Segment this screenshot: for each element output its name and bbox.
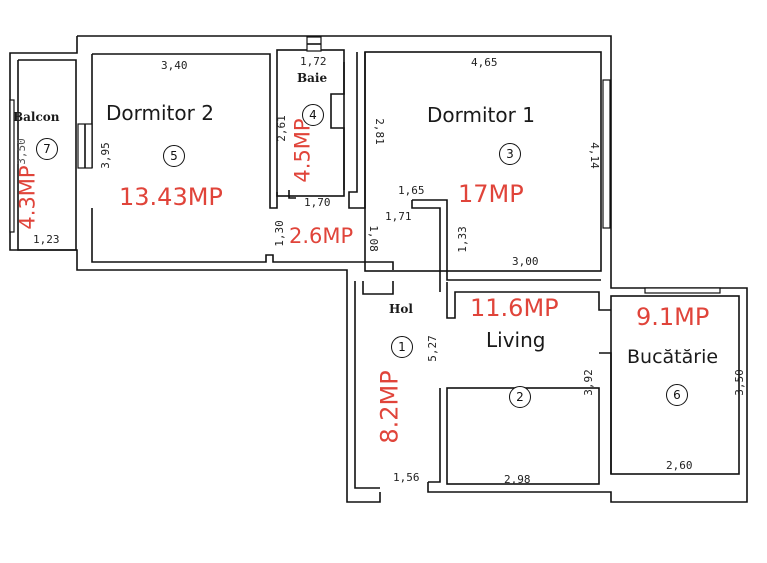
- dim-baie-left: 2,61: [274, 115, 288, 142]
- room-name-dormitor1: Dormitor 1: [427, 103, 535, 127]
- dim-living-width: 2,98: [504, 473, 531, 486]
- dim-hol-width: 1,56: [393, 471, 420, 484]
- room-name-living: Living: [486, 328, 546, 352]
- area-bucatarie: 9.1MP: [636, 303, 710, 331]
- outer-walls: [9, 35, 748, 503]
- dormitor1-window: [602, 79, 611, 229]
- dim-baie-bottom: 1,70: [304, 196, 331, 209]
- room-number-6: 6: [666, 384, 688, 406]
- room-number-3: 3: [499, 143, 521, 165]
- room-number-2: 2: [509, 386, 531, 408]
- dim-hol-length: 5,27: [425, 335, 439, 362]
- dim-hallway-1-65: 1,65: [398, 184, 425, 197]
- area-baie: 4.5MP: [290, 118, 315, 183]
- dim-hallway-1-08: 1,08: [366, 225, 380, 252]
- area-dormitor1: 17MP: [458, 180, 524, 208]
- room-number-5: 5: [163, 145, 185, 167]
- dim-dormitor2-height: 3,95: [98, 142, 112, 169]
- dim-balcon-height: 3,50: [14, 138, 28, 165]
- dim-baie-right: 2,81: [372, 118, 386, 145]
- dim-hallway-1-71: 1,71: [385, 210, 412, 223]
- room-name-bucatarie: Bucătărie: [627, 346, 719, 368]
- room-name-hol: Hol: [389, 302, 413, 316]
- dim-dormitor1-width: 4,65: [471, 56, 498, 69]
- dim-balcon-width: 1,23: [33, 233, 60, 246]
- inner-walls: [269, 49, 740, 489]
- area-hol: 8.2MP: [375, 370, 404, 444]
- room-name-dormitor2: Dormitor 2: [106, 101, 214, 125]
- area-living: 11.6MP: [470, 294, 559, 322]
- room-name-balcon: Balcon: [13, 110, 60, 124]
- dim-dormitor1-1-33: 1,33: [455, 226, 469, 253]
- room-name-baie: Baie: [297, 71, 328, 85]
- dim-dormitor2-width: 3,40: [161, 59, 188, 72]
- room-number-7: 7: [36, 138, 58, 160]
- room-number-1: 1: [391, 336, 413, 358]
- bucatarie-window: [644, 287, 721, 294]
- dim-dormitor1-bottom: 3,00: [512, 255, 539, 268]
- dim-hallway-1-30: 1,30: [272, 220, 286, 247]
- room-number-4: 4: [302, 104, 324, 126]
- area-hallway: 2.6MP: [289, 224, 354, 248]
- dim-dormitor1-height: 4,14: [587, 142, 601, 169]
- area-balcon: 4.3MP: [15, 165, 40, 230]
- windows: [9, 36, 721, 294]
- dim-baie-width: 1,72: [300, 55, 327, 68]
- balcon-window: [9, 99, 15, 233]
- dim-bucatarie-width: 2,60: [666, 459, 693, 472]
- dim-bucatarie-height: 3,50: [732, 369, 746, 396]
- area-dormitor2: 13.43MP: [119, 183, 223, 211]
- dim-living-height: 3,92: [581, 369, 595, 396]
